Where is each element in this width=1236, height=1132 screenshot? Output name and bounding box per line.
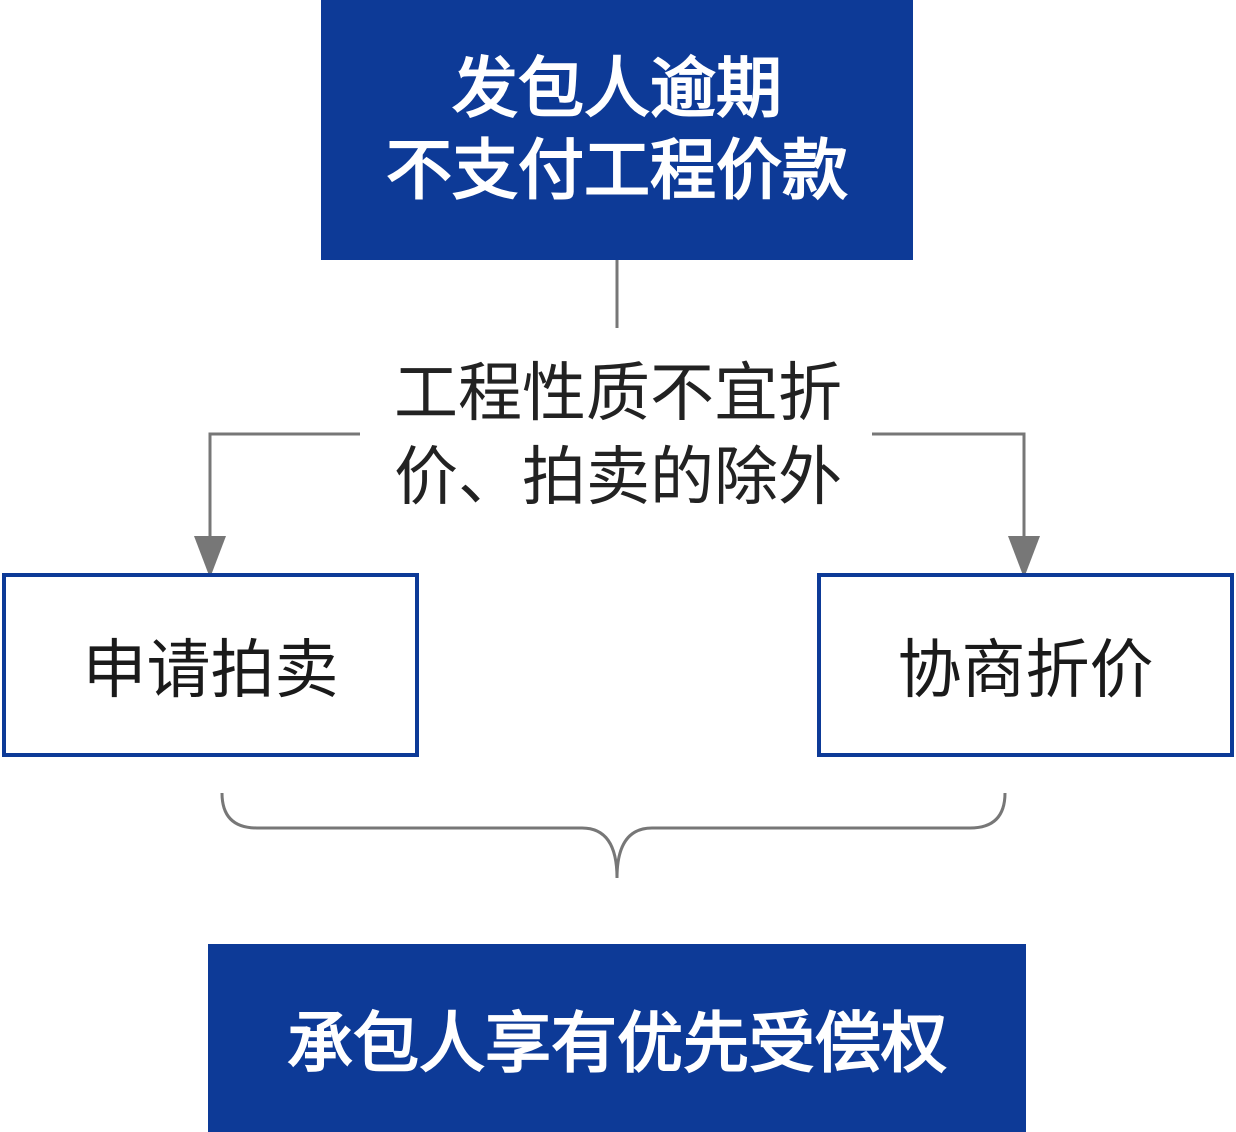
- priority-right-box: 承包人享有优先受偿权: [208, 944, 1026, 1132]
- overdue-payment-line-2: 不支付工程价款: [386, 132, 848, 209]
- exception-condition-line-1: 工程性质不宜折: [394, 357, 842, 431]
- exception-condition-text: 工程性质不宜折 价、拍卖的除外: [360, 352, 870, 520]
- right-arrow-head: [1008, 536, 1040, 578]
- left-branch-line: [208, 432, 362, 540]
- right-branch-line: [872, 432, 1026, 540]
- exception-condition-line-2: 价、拍卖的除外: [394, 441, 842, 515]
- negotiate-discount-label: 协商折价: [897, 634, 1154, 708]
- apply-auction-label: 申请拍卖: [82, 634, 339, 708]
- apply-auction-box: 申请拍卖: [2, 573, 419, 757]
- left-arrow-head: [194, 536, 226, 578]
- overdue-payment-line-1: 发包人逾期: [452, 50, 782, 127]
- overdue-payment-box: 发包人逾期 不支付工程价款: [321, 0, 913, 260]
- negotiate-discount-box: 协商折价: [817, 573, 1234, 757]
- priority-right-label: 承包人享有优先受偿权: [287, 1005, 947, 1082]
- merge-brace: [220, 792, 1007, 879]
